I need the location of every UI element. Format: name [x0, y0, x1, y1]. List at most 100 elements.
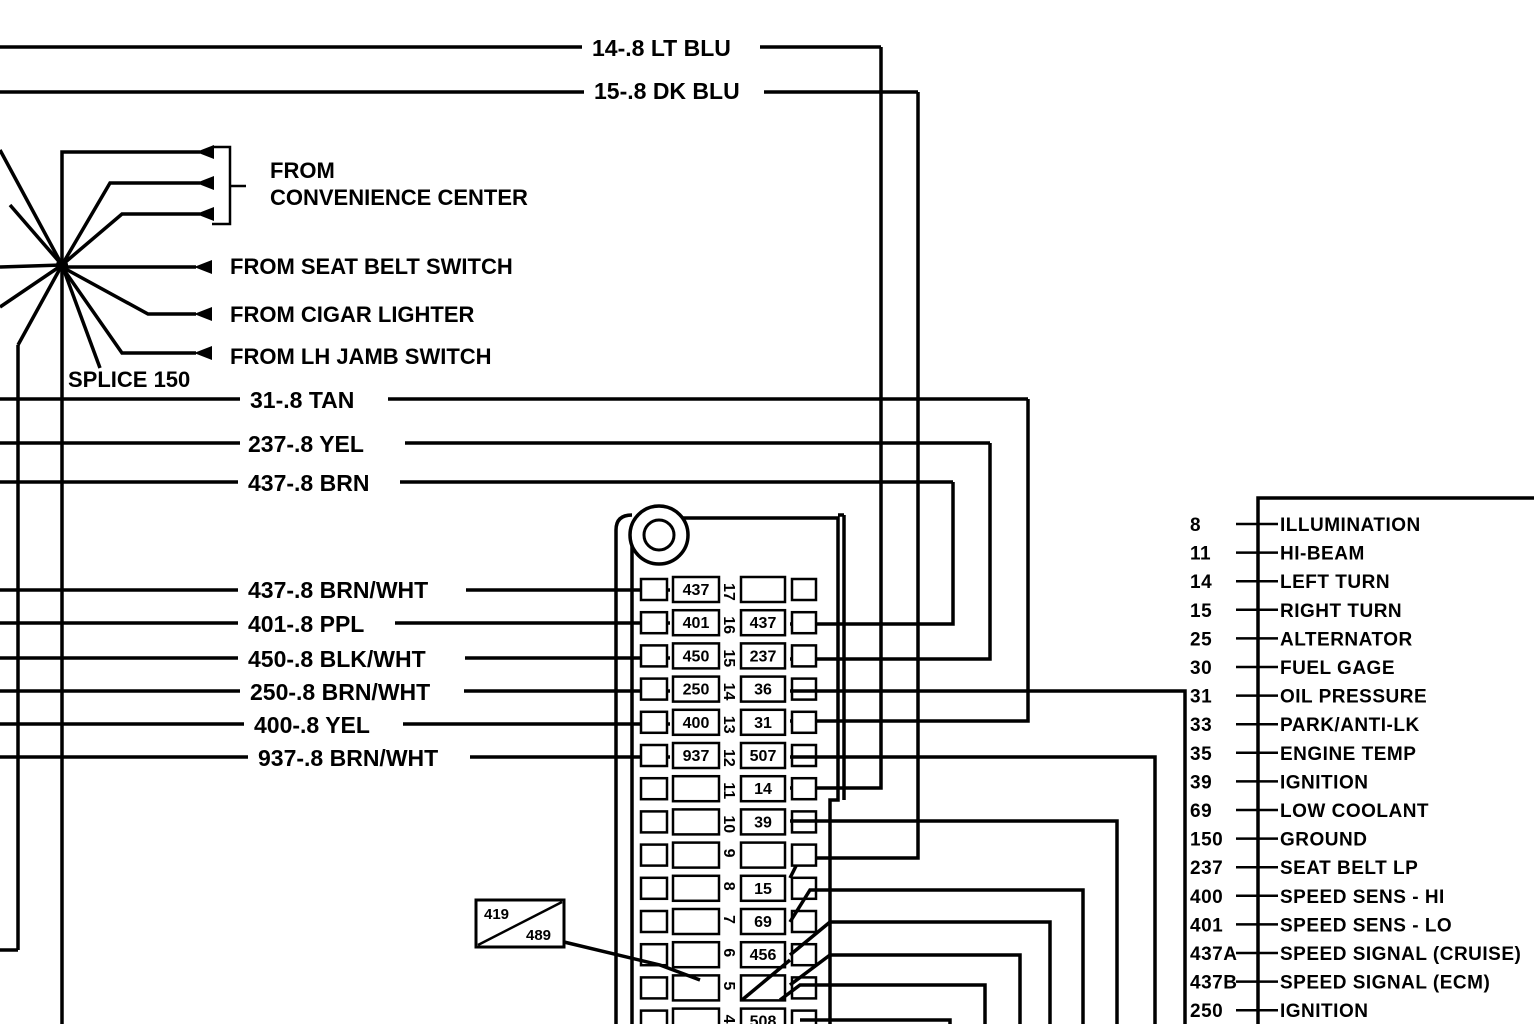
legend-number: 150 — [1190, 830, 1223, 851]
pin-number: 16 — [720, 616, 737, 634]
slot-value: 14 — [754, 781, 772, 798]
connector-slot-right — [739, 808, 787, 836]
connector-tab — [639, 644, 669, 668]
legend-description: ILLUMINATION — [1280, 515, 1421, 536]
legend-description: OIL PRESSURE — [1280, 687, 1427, 708]
wire-31-tan: 31-.8 TAN — [0, 387, 1030, 723]
legend-number: 69 — [1190, 801, 1212, 822]
legend-number: 400 — [1190, 887, 1223, 908]
splice-dot — [56, 259, 68, 271]
legend-description: SPEED SENS - LO — [1280, 915, 1452, 936]
slot-value: 450 — [683, 648, 710, 665]
slot-value: 437 — [683, 582, 710, 599]
wire-437-brn-wht: 437-.8 BRN/WHT — [0, 577, 670, 603]
connector-tab — [639, 776, 669, 801]
connector-slot-right — [739, 675, 787, 703]
pin-number: 5 — [720, 981, 737, 990]
connector-tab — [639, 710, 669, 735]
wire-label: 15-.8 DK BLU — [594, 78, 740, 104]
connector-slot-right — [739, 907, 787, 936]
legend-row: 14 LEFT TURN — [1190, 572, 1390, 593]
arrow-icon — [196, 145, 214, 159]
arrow-icon — [196, 176, 214, 190]
connector-slot-right — [739, 774, 787, 803]
wire-237-yel: 237-.8 YEL — [0, 431, 992, 661]
slot-value: 36 — [754, 682, 772, 699]
legend-number: 33 — [1190, 715, 1212, 736]
tag-box-419-489: 419 489 — [474, 898, 701, 982]
wire-label: 437-.8 BRN/WHT — [248, 577, 428, 603]
wire-label: 400-.8 YEL — [254, 712, 370, 738]
legend-number: 31 — [1190, 687, 1212, 708]
connector-slot-left — [671, 841, 721, 869]
connector-tab — [790, 577, 818, 602]
connector-tab — [639, 810, 669, 834]
connector-tab — [639, 909, 669, 934]
wire-250-brn-wht: 250-.8 BRN/WHT — [0, 679, 670, 705]
connector-tab — [790, 776, 818, 801]
connector-tab — [639, 610, 669, 635]
convenience-center-label-1: FROM — [270, 158, 335, 183]
legend-description: ALTERNATOR — [1280, 629, 1413, 650]
slot-value: 937 — [683, 748, 710, 765]
connector-slot-left — [671, 675, 721, 703]
tag-top: 419 — [484, 906, 509, 923]
slot-value: 250 — [683, 682, 710, 699]
legend-description: FUEL GAGE — [1280, 658, 1395, 679]
connector-slot-right — [739, 642, 787, 670]
connector-tab — [639, 876, 669, 901]
legend-number: 237 — [1190, 858, 1223, 879]
connector-slot-left — [671, 708, 721, 737]
connector-slot-left — [671, 575, 721, 604]
connector-slot-left — [671, 940, 721, 969]
legend-number: 14 — [1190, 572, 1212, 593]
connector-slot-right — [739, 608, 787, 637]
pin-number: 7 — [720, 915, 737, 924]
legend-description: IGNITION — [1280, 772, 1368, 793]
connector-slot-left — [671, 642, 721, 670]
connector-tab — [639, 743, 669, 768]
legend-description: LEFT TURN — [1280, 572, 1390, 593]
legend-row: 31 OIL PRESSURE — [1190, 687, 1427, 708]
connector-tab — [790, 942, 818, 967]
pin-number: 9 — [720, 849, 737, 858]
connector-slot-right — [739, 940, 787, 969]
slot-value: 401 — [683, 615, 710, 632]
legend-description: RIGHT TURN — [1280, 601, 1402, 622]
from-seat-belt-label: FROM SEAT BELT SWITCH — [230, 254, 513, 279]
legend-number: 35 — [1190, 744, 1212, 765]
pin-number: 4 — [720, 1015, 737, 1024]
connector-tab — [639, 843, 669, 867]
connector-tab — [639, 976, 669, 1000]
wire-label: 250-.8 BRN/WHT — [250, 679, 430, 705]
pin-number: 13 — [720, 716, 737, 734]
pin-number: 17 — [720, 583, 737, 601]
connector-slot-left — [671, 608, 721, 637]
slot-value: 456 — [750, 947, 777, 964]
connector-tab — [790, 710, 818, 735]
connector-right-wires — [740, 689, 1187, 1024]
connector-tab — [790, 644, 818, 668]
pin-number: 12 — [720, 749, 737, 767]
arrow-icon — [194, 307, 212, 321]
slot-value: 69 — [754, 914, 772, 931]
connector-tab — [639, 677, 669, 701]
pin-number: 11 — [720, 782, 737, 799]
pin-number: 6 — [720, 948, 737, 957]
slot-value: 39 — [754, 814, 772, 831]
legend-description: PARK/ANTI-LK — [1280, 715, 1420, 736]
legend-number: 8 — [1190, 515, 1201, 536]
convenience-center-label-2: CONVENIENCE CENTER — [270, 185, 528, 210]
from-lh-jamb-label: FROM LH JAMB SWITCH — [230, 344, 492, 369]
wire-label: 450-.8 BLK/WHT — [248, 646, 426, 672]
legend-number: 401 — [1190, 915, 1223, 936]
